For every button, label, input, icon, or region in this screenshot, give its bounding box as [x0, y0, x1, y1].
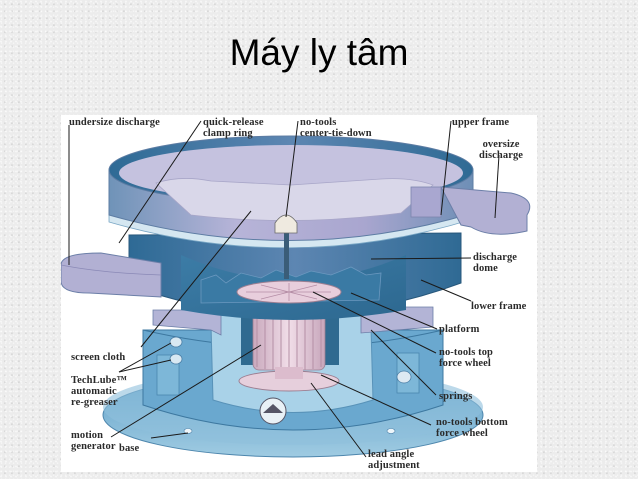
- label-no-tools-center-tie-down: no-tools center-tie-down: [300, 117, 372, 139]
- oversize-discharge-spout: [440, 186, 531, 235]
- separator-illustration: [61, 120, 531, 458]
- undersize-discharge-spout: [61, 252, 162, 298]
- screen-cloth: [155, 178, 434, 221]
- label-lead-angle-adjustment: lead angle adjustment: [368, 449, 420, 471]
- label-platform: platform: [439, 324, 480, 335]
- label-no-tools-top-force-wheel: no-tools top force wheel: [439, 347, 493, 369]
- label-screen-cloth: screen cloth: [71, 352, 126, 363]
- center-tie-down: [274, 214, 298, 279]
- label-upper-frame: upper frame: [452, 117, 510, 128]
- label-lower-frame: lower frame: [471, 301, 527, 312]
- label-base: base: [119, 443, 140, 454]
- slide-title: Máy ly tâm: [229, 32, 409, 73]
- label-oversize-discharge: oversize discharge: [479, 139, 524, 161]
- separator-diagram: undersize discharge quick-release clamp …: [61, 115, 537, 472]
- leader-lines: [68, 120, 500, 458]
- label-motion-generator: motion generator: [71, 430, 116, 452]
- label-techlube-greaser: TechLube™ automatic re-greaser: [71, 375, 127, 408]
- side-fitting: [396, 370, 412, 384]
- techlube-greaser: [169, 336, 183, 365]
- label-springs: springs: [439, 391, 473, 402]
- label-no-tools-bottom-force-wheel: no-tools bottom force wheel: [436, 417, 508, 439]
- label-discharge-dome: discharge dome: [473, 252, 518, 274]
- label-quick-release-clamp-ring: quick-release clamp ring: [203, 117, 264, 139]
- label-undersize-discharge: undersize discharge: [69, 117, 160, 128]
